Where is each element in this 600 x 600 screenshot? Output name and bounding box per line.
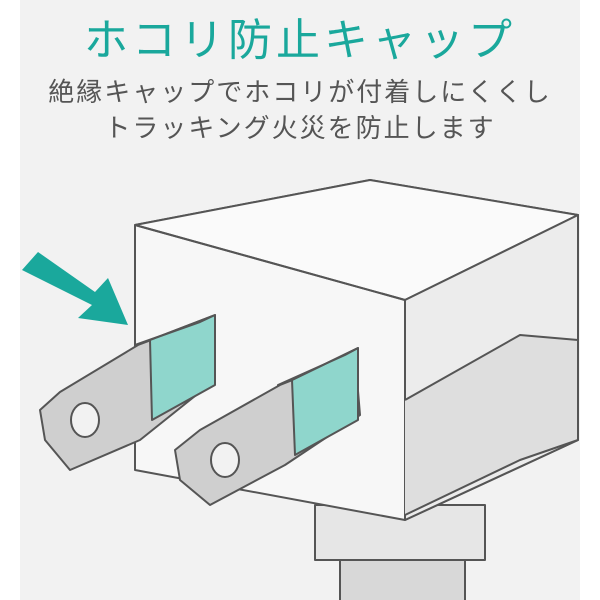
description-line-2: トラッキング火災を防止します [104,114,496,144]
cord [339,554,466,600]
description-line-1: 絶縁キャップでホコリが付着しにくくし [48,78,552,108]
prong-hole-right [210,442,240,478]
heading: ホコリ防止キャップ [84,15,516,66]
arrow-icon [22,252,128,325]
prong-hole-left [70,402,100,438]
